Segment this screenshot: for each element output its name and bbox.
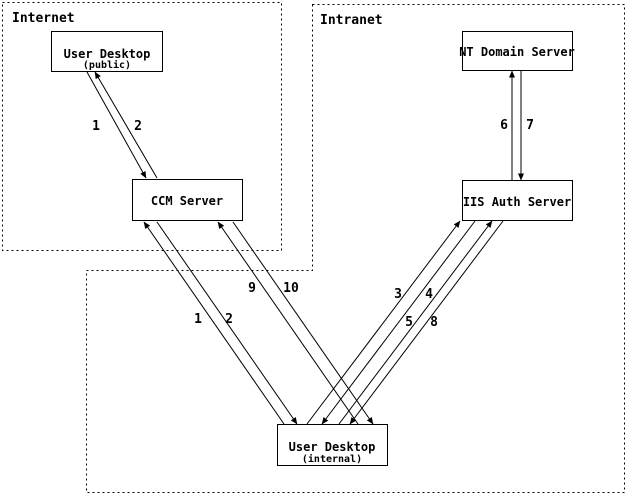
flow-label-1-public: 1 [92, 119, 100, 134]
node-user-desktop-internal: User Desktop (internal) [277, 424, 388, 466]
arrow-2-ccm-to-public-desktop [94, 71, 158, 179]
flow-label-2-public: 2 [134, 119, 142, 134]
node-nt-domain-server: NT Domain Server [459, 31, 575, 71]
node-user-desktop-public: User Desktop (public) [51, 31, 163, 72]
flow-label-6: 6 [500, 118, 508, 133]
node-ccm-server: CCM Server [132, 179, 243, 221]
arrow-9-internal-desktop-to-ccm [217, 221, 359, 425]
user-desktop-public-subtitle: (public) [83, 59, 131, 71]
intranet-region-outline [86, 4, 625, 493]
flow-label-5: 5 [405, 315, 413, 330]
user-desktop-internal-title: User Desktop [289, 440, 376, 454]
user-desktop-internal-box [277, 424, 388, 466]
arrow-3-internal-desktop-to-iis [306, 220, 461, 425]
flow-label-7: 7 [526, 118, 534, 133]
nt-domain-server-box [462, 31, 573, 71]
node-iis-auth-server: IIS Auth Server [462, 180, 573, 221]
arrow-1-internal-desktop-to-ccm [143, 221, 285, 425]
flow-label-2-internal: 2 [225, 312, 233, 327]
internet-region-label: Internet [12, 11, 75, 26]
flow-label-10: 10 [283, 281, 299, 296]
ccm-server-title: CCM Server [151, 194, 223, 208]
flow-label-9: 9 [248, 281, 256, 296]
nt-domain-server-title: NT Domain Server [459, 45, 575, 59]
flow-label-4: 4 [425, 287, 433, 302]
iis-auth-server-title: IIS Auth Server [463, 195, 571, 209]
intranet-region-label: Intranet [320, 13, 383, 28]
user-desktop-public-title: User Desktop [64, 47, 151, 61]
flow-label-1-internal: 1 [194, 312, 202, 327]
flow-label-3: 3 [394, 287, 402, 302]
arrow-2-ccm-to-internal-desktop [156, 221, 298, 425]
internet-region-outline [2, 2, 282, 251]
arrow-4-iis-to-internal-desktop [321, 220, 476, 425]
ccm-server-box [132, 179, 243, 221]
user-desktop-public-box [51, 31, 163, 72]
arrow-8-iis-to-internal-desktop [349, 220, 504, 425]
user-desktop-internal-subtitle: (internal) [302, 453, 362, 465]
iis-auth-server-box [462, 180, 573, 221]
flow-label-8: 8 [430, 315, 438, 330]
arrow-10-ccm-to-internal-desktop [232, 221, 374, 425]
arrow-1-public-desktop-to-ccm [86, 71, 147, 179]
arrow-5-internal-desktop-to-iis [338, 220, 493, 425]
